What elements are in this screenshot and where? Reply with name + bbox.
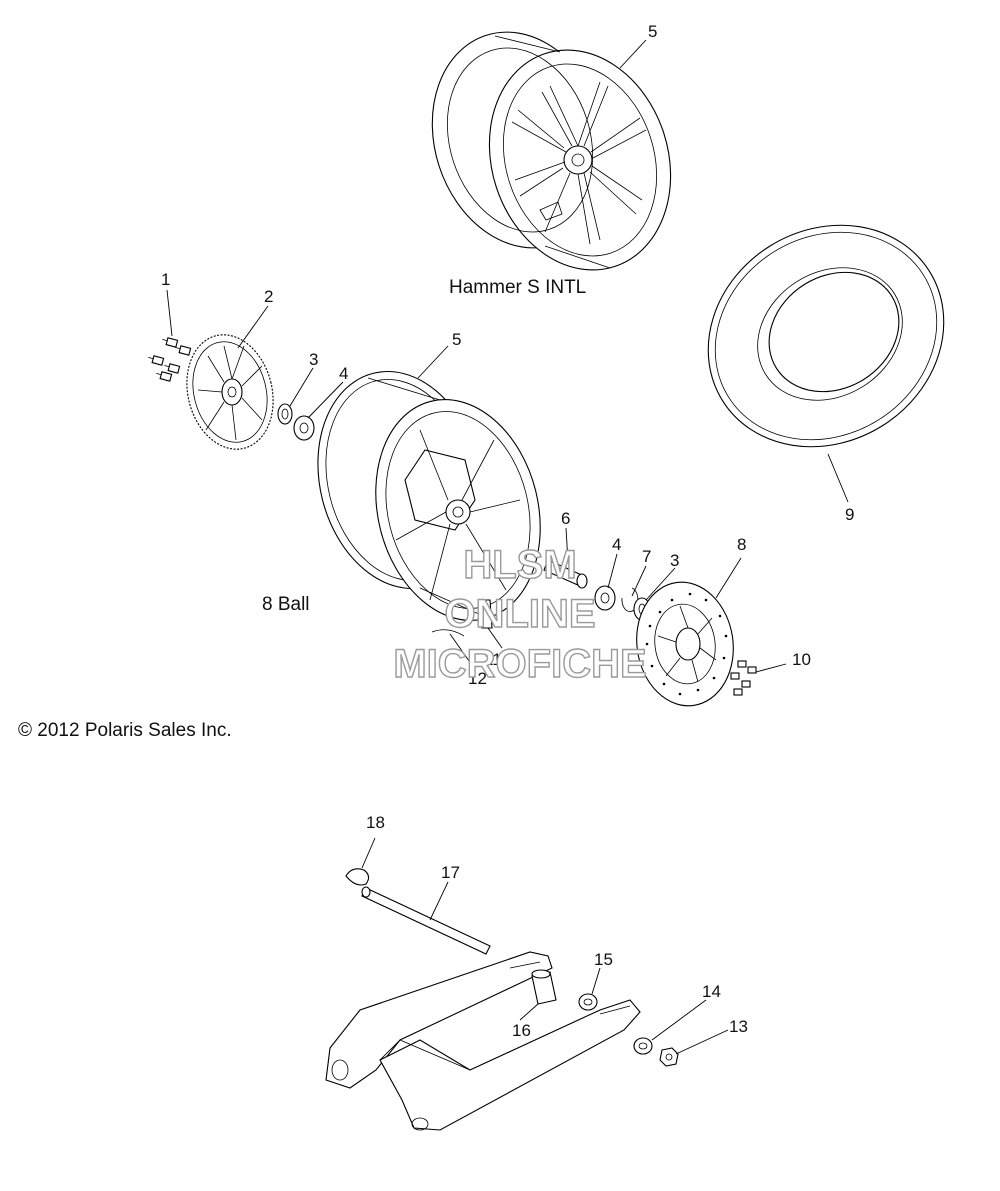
- bushing-part-16: [531, 969, 557, 1005]
- callout-2: 2: [264, 287, 273, 306]
- callout-3-right: 3: [670, 551, 679, 570]
- callout-6: 6: [561, 509, 570, 528]
- callout-16: 16: [512, 1021, 531, 1040]
- washer-part-14: [633, 1037, 653, 1055]
- callout-17: 17: [441, 863, 460, 882]
- callout-9: 9: [845, 505, 854, 524]
- watermark-line-2: ONLINE: [444, 592, 595, 636]
- callout-5-middle: 5: [452, 330, 461, 349]
- eight-ball-caption: 8 Ball: [262, 594, 310, 615]
- callout-4-left: 4: [339, 364, 348, 383]
- callout-1: 1: [161, 270, 170, 289]
- seal-left-part-3: [277, 403, 293, 425]
- axle-nut-part-13: [659, 1047, 679, 1067]
- leader-lines: [166, 39, 849, 1055]
- callout-numbers: 1 2 3 4 5 5 9 6 4 7 3 8 10 11 12 18 17 1…: [161, 22, 854, 1040]
- spacer-part-6: [543, 559, 588, 589]
- hammer-wheel-part-5: [431, 31, 672, 271]
- wheel-weight-part-12: [431, 629, 465, 637]
- hammer-caption: Hammer S INTL: [449, 277, 586, 298]
- callout-18: 18: [366, 813, 385, 832]
- callout-3-left: 3: [309, 350, 318, 369]
- callout-7: 7: [642, 547, 651, 566]
- swingarm: [325, 951, 641, 1131]
- bushing-part-15: [578, 993, 598, 1011]
- callout-15: 15: [594, 950, 613, 969]
- callout-4-right: 4: [612, 535, 621, 554]
- bearing-left-part-4: [293, 415, 315, 441]
- eight-ball-wheel-part-5: [317, 370, 541, 621]
- disc-bolts-part-10: [730, 660, 757, 696]
- watermark-line-3: MICROFICHE: [393, 642, 646, 686]
- watermark-line-1: HLSM: [463, 543, 576, 587]
- callout-12: 12: [468, 669, 487, 688]
- copyright-caption: © 2012 Polaris Sales Inc.: [18, 720, 232, 741]
- callout-13: 13: [729, 1017, 748, 1036]
- bearing-right-part-4: [594, 585, 616, 611]
- pulley-bolts-part-1: [148, 337, 192, 382]
- axle-clip-part-18: [345, 868, 370, 886]
- callout-8: 8: [737, 535, 746, 554]
- valve-stem-part-11: [481, 599, 493, 629]
- watermark: HLSM ONLINE MICROFICHE: [393, 542, 648, 686]
- rear-axle-part-17: [361, 886, 491, 955]
- callout-14: 14: [702, 982, 721, 1001]
- drive-pulley-part-2: [186, 334, 274, 450]
- tire-part-9: [707, 224, 945, 448]
- callout-5-top: 5: [648, 22, 657, 41]
- callout-11: 11: [484, 650, 502, 669]
- brake-disc-part-8: [636, 581, 734, 707]
- callout-10: 10: [792, 650, 811, 669]
